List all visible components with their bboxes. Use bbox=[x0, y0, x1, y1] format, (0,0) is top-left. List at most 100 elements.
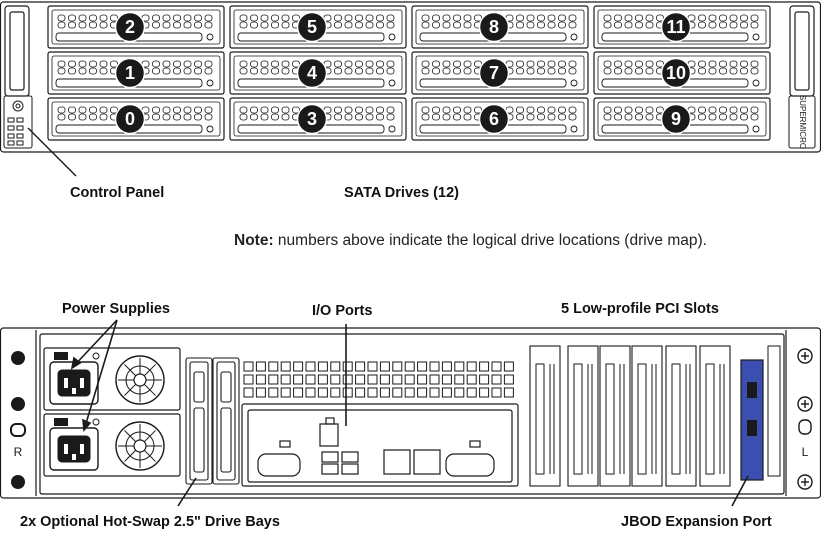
drive-bay: 0 bbox=[47, 97, 225, 141]
vent-hole bbox=[305, 361, 316, 372]
vent-hole bbox=[417, 361, 428, 372]
drive-number-badge bbox=[478, 103, 510, 135]
vent-hole bbox=[491, 374, 502, 385]
drive-number: 7 bbox=[489, 63, 499, 83]
vent-hole bbox=[466, 361, 477, 372]
drive-number-badge bbox=[478, 57, 510, 89]
vent-hole bbox=[404, 361, 415, 372]
vent-hole bbox=[392, 387, 403, 398]
vent-hole bbox=[441, 361, 452, 372]
vent-hole bbox=[503, 387, 514, 398]
note-text: numbers above indicate the logical drive… bbox=[273, 232, 707, 249]
jbod-port-label: JBOD Expansion Port bbox=[621, 514, 772, 530]
drive-number: 2 bbox=[125, 17, 135, 37]
vent-hole bbox=[429, 361, 440, 372]
vent-hole bbox=[317, 374, 328, 385]
vent-hole bbox=[268, 374, 279, 385]
vent-hole bbox=[491, 361, 502, 372]
vent-hole bbox=[379, 374, 390, 385]
drive-number: 3 bbox=[307, 109, 317, 129]
vent-hole bbox=[392, 374, 403, 385]
drive-number: 4 bbox=[307, 63, 317, 83]
drive-bay: 4 bbox=[229, 51, 407, 95]
drive-number-badge bbox=[660, 11, 692, 43]
vent-hole bbox=[243, 387, 254, 398]
power-supplies-label: Power Supplies bbox=[62, 301, 170, 317]
vent-hole bbox=[429, 387, 440, 398]
vent-hole bbox=[280, 387, 291, 398]
vent-hole bbox=[330, 374, 341, 385]
brand-text: SUPERMICRO bbox=[798, 95, 807, 149]
pci-slots-label: 5 Low-profile PCI Slots bbox=[561, 301, 719, 317]
rear-vent-grid bbox=[243, 361, 514, 398]
vent-hole bbox=[491, 387, 502, 398]
vent-hole bbox=[293, 387, 304, 398]
vent-hole bbox=[367, 374, 378, 385]
io-panel bbox=[241, 403, 519, 487]
vent-hole bbox=[342, 374, 353, 385]
control-panel-leader bbox=[27, 127, 77, 177]
drive-bays-label: 2x Optional Hot-Swap 2.5" Drive Bays bbox=[20, 514, 280, 530]
vent-hole bbox=[392, 361, 403, 372]
vent-hole bbox=[454, 387, 465, 398]
vent-hole bbox=[305, 387, 316, 398]
drive-bay: 5 bbox=[229, 5, 407, 49]
drive-number-badge bbox=[114, 103, 146, 135]
drive-number: 5 bbox=[307, 17, 317, 37]
control-panel-label: Control Panel bbox=[70, 185, 165, 201]
drive-number-badge bbox=[296, 103, 328, 135]
drive-bay: 2 bbox=[47, 5, 225, 49]
vent-hole bbox=[479, 374, 490, 385]
vent-hole bbox=[417, 374, 428, 385]
rear-left-mark: R bbox=[14, 445, 23, 459]
pci-slot bbox=[599, 345, 631, 487]
vent-hole bbox=[342, 387, 353, 398]
vent-hole bbox=[255, 361, 266, 372]
vent-hole bbox=[317, 361, 328, 372]
rear-right-ear bbox=[797, 348, 813, 490]
vent-hole bbox=[404, 387, 415, 398]
pci-slot bbox=[529, 345, 561, 487]
rear-leaders bbox=[70, 319, 749, 507]
pci-slot bbox=[631, 345, 663, 487]
vent-hole bbox=[280, 374, 291, 385]
vent-hole bbox=[243, 374, 254, 385]
drive-number: 1 bbox=[125, 63, 135, 83]
drive-bay: 3 bbox=[229, 97, 407, 141]
vent-hole bbox=[342, 361, 353, 372]
note-prefix: Note: bbox=[234, 232, 274, 249]
drive-number-badge bbox=[660, 57, 692, 89]
vent-hole bbox=[503, 361, 514, 372]
pci-slots bbox=[529, 345, 731, 487]
drive-number-badge bbox=[660, 103, 692, 135]
vent-hole bbox=[255, 374, 266, 385]
rear-left-ear: R bbox=[10, 351, 26, 489]
drive-map-note: Note: numbers above indicate the logical… bbox=[234, 232, 707, 250]
vent-hole bbox=[255, 387, 266, 398]
vent-hole bbox=[379, 387, 390, 398]
drive-bay: 10 bbox=[593, 51, 771, 95]
vent-hole bbox=[441, 374, 452, 385]
drive-number: 6 bbox=[489, 109, 499, 129]
power-supply-unit bbox=[43, 347, 181, 411]
vent-hole bbox=[379, 361, 390, 372]
vent-hole bbox=[280, 361, 291, 372]
drive-number-badge bbox=[114, 11, 146, 43]
jbod-port bbox=[740, 345, 781, 481]
pci-slot bbox=[567, 345, 599, 487]
drive-number-badge bbox=[478, 11, 510, 43]
power-supplies bbox=[43, 347, 181, 477]
vent-hole bbox=[317, 387, 328, 398]
drive-bay: 6 bbox=[411, 97, 589, 141]
sata-drives-label: SATA Drives (12) bbox=[344, 185, 459, 201]
vent-hole bbox=[479, 361, 490, 372]
brand-badge: SUPERMICRO bbox=[788, 95, 816, 149]
drive-bay: 11 bbox=[593, 5, 771, 49]
rear-drive-bays bbox=[185, 357, 240, 485]
drive-bay: 9 bbox=[593, 97, 771, 141]
vent-hole bbox=[355, 361, 366, 372]
rear-right-mark: L bbox=[802, 445, 809, 459]
vent-hole bbox=[293, 361, 304, 372]
